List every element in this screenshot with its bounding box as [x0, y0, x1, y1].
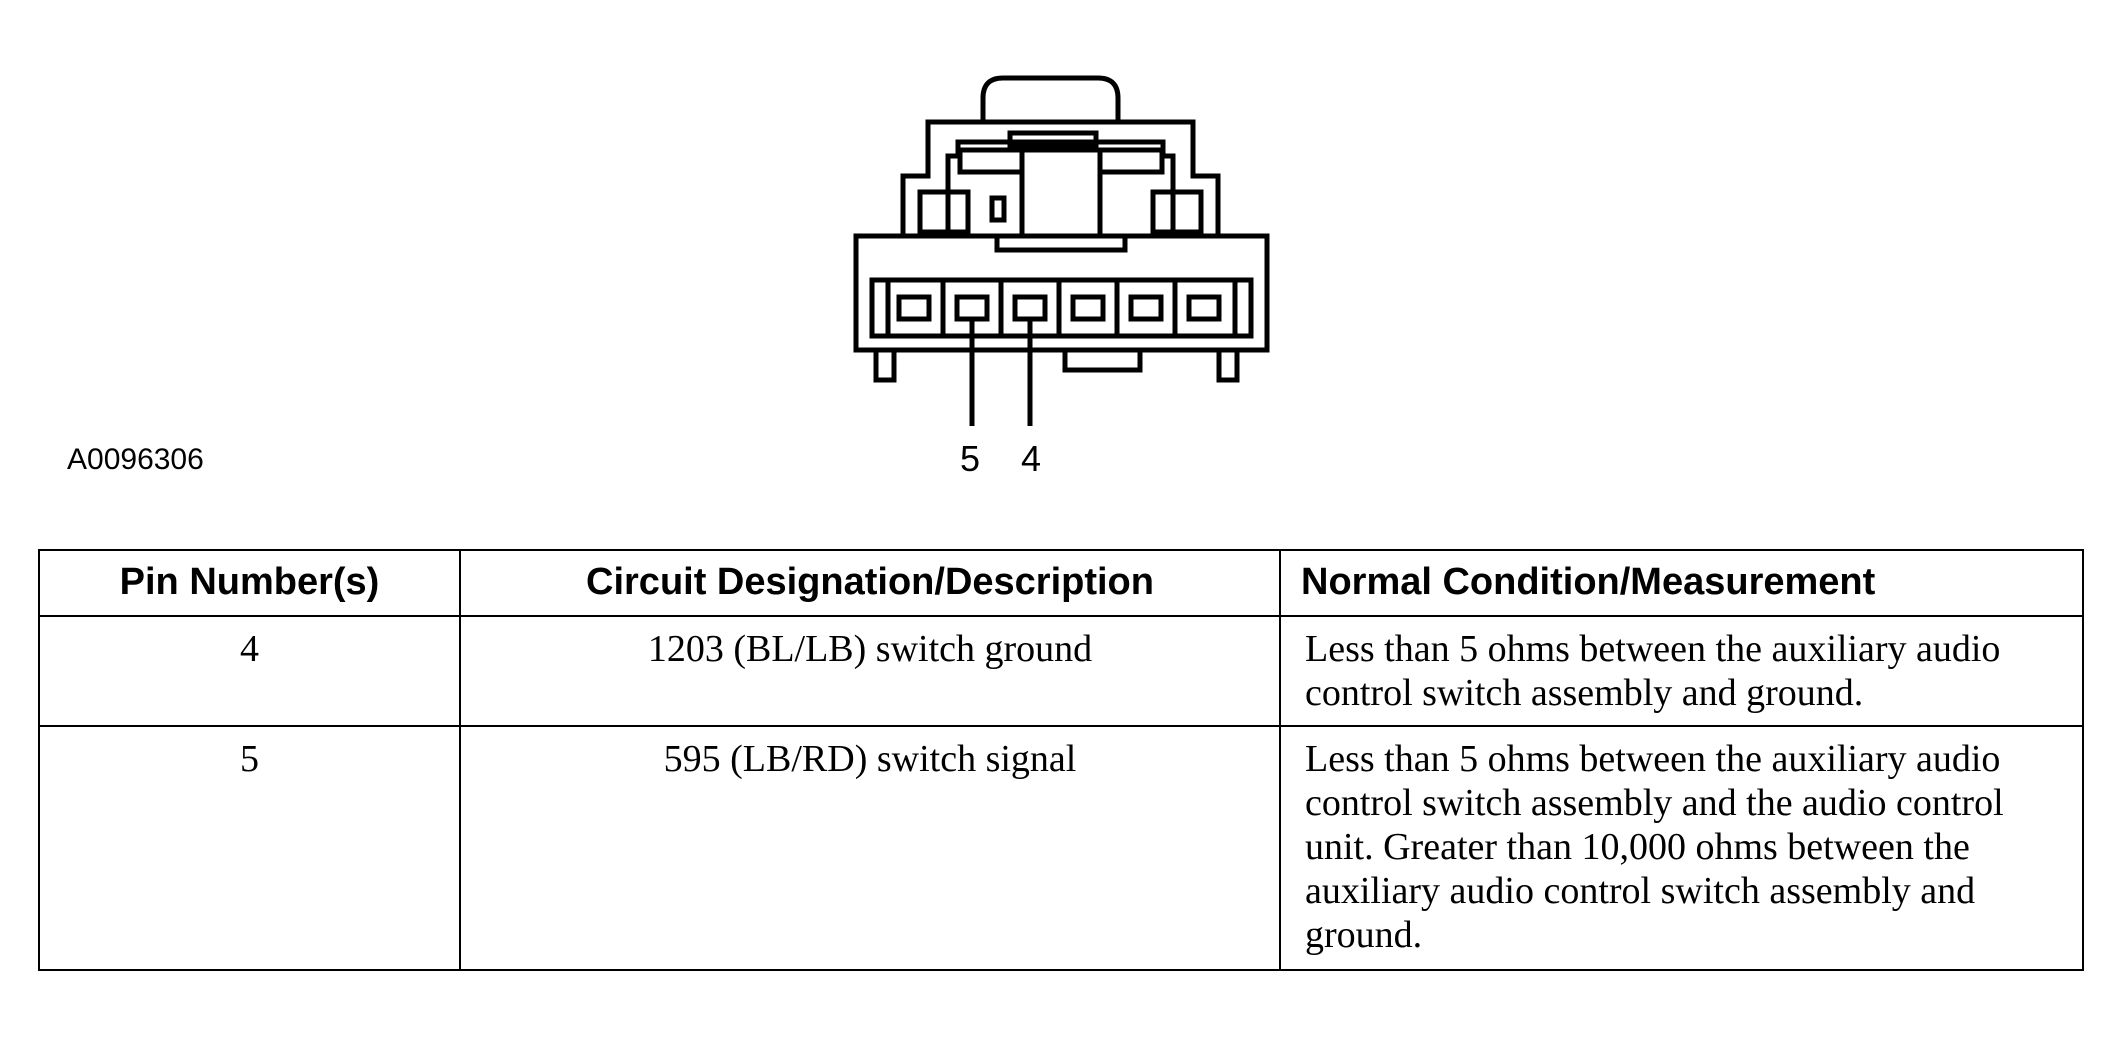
center-post	[1019, 147, 1103, 239]
pin-cavity-2	[1128, 294, 1164, 322]
pin-cavity-6	[896, 294, 932, 322]
header-circuit-designation: Circuit Designation/Description	[459, 549, 1281, 617]
center-lock-bar	[1007, 130, 1099, 150]
circuit-cell: 1203 (BL/LB) switch ground	[459, 615, 1281, 727]
condition-cell: Less than 5 ohms between the auxiliary a…	[1279, 615, 2084, 727]
left-window	[917, 189, 971, 235]
right-leg	[1216, 350, 1240, 383]
figure-id: A0096306	[67, 443, 204, 476]
left-leg	[873, 350, 897, 383]
pin-cavity-3	[1070, 294, 1106, 322]
header-normal-condition: Normal Condition/Measurement	[1279, 549, 2084, 617]
header-pin-numbers: Pin Number(s)	[38, 549, 461, 617]
table-row: 5 595 (LB/RD) switch signal Less than 5 …	[38, 725, 2084, 971]
pin-number-cell: 4	[38, 615, 461, 727]
connector-latch	[980, 75, 1121, 122]
condition-cell: Less than 5 ohms between the auxiliary a…	[1279, 725, 2084, 971]
pin-callout-5: 5	[959, 438, 981, 479]
table-header-row: Pin Number(s) Circuit Designation/Descri…	[38, 549, 2084, 617]
pin-callout-4: 4	[1020, 438, 1042, 479]
pin-cavity-1	[1186, 294, 1222, 322]
table-row: 4 1203 (BL/LB) switch ground Less than 5…	[38, 615, 2084, 727]
bottom-key	[1062, 350, 1143, 373]
circuit-cell: 595 (LB/RD) switch signal	[459, 725, 1281, 971]
pin-cavity-5	[954, 294, 990, 322]
connector-upper-housing	[900, 119, 1221, 236]
pinout-table: Pin Number(s) Circuit Designation/Descri…	[38, 549, 2084, 971]
pin-number-cell: 5	[38, 725, 461, 971]
connector-face-diagram	[853, 75, 1270, 426]
right-window	[1150, 189, 1204, 235]
connector-body	[853, 233, 1270, 353]
pin-cavity-4	[1012, 294, 1048, 322]
